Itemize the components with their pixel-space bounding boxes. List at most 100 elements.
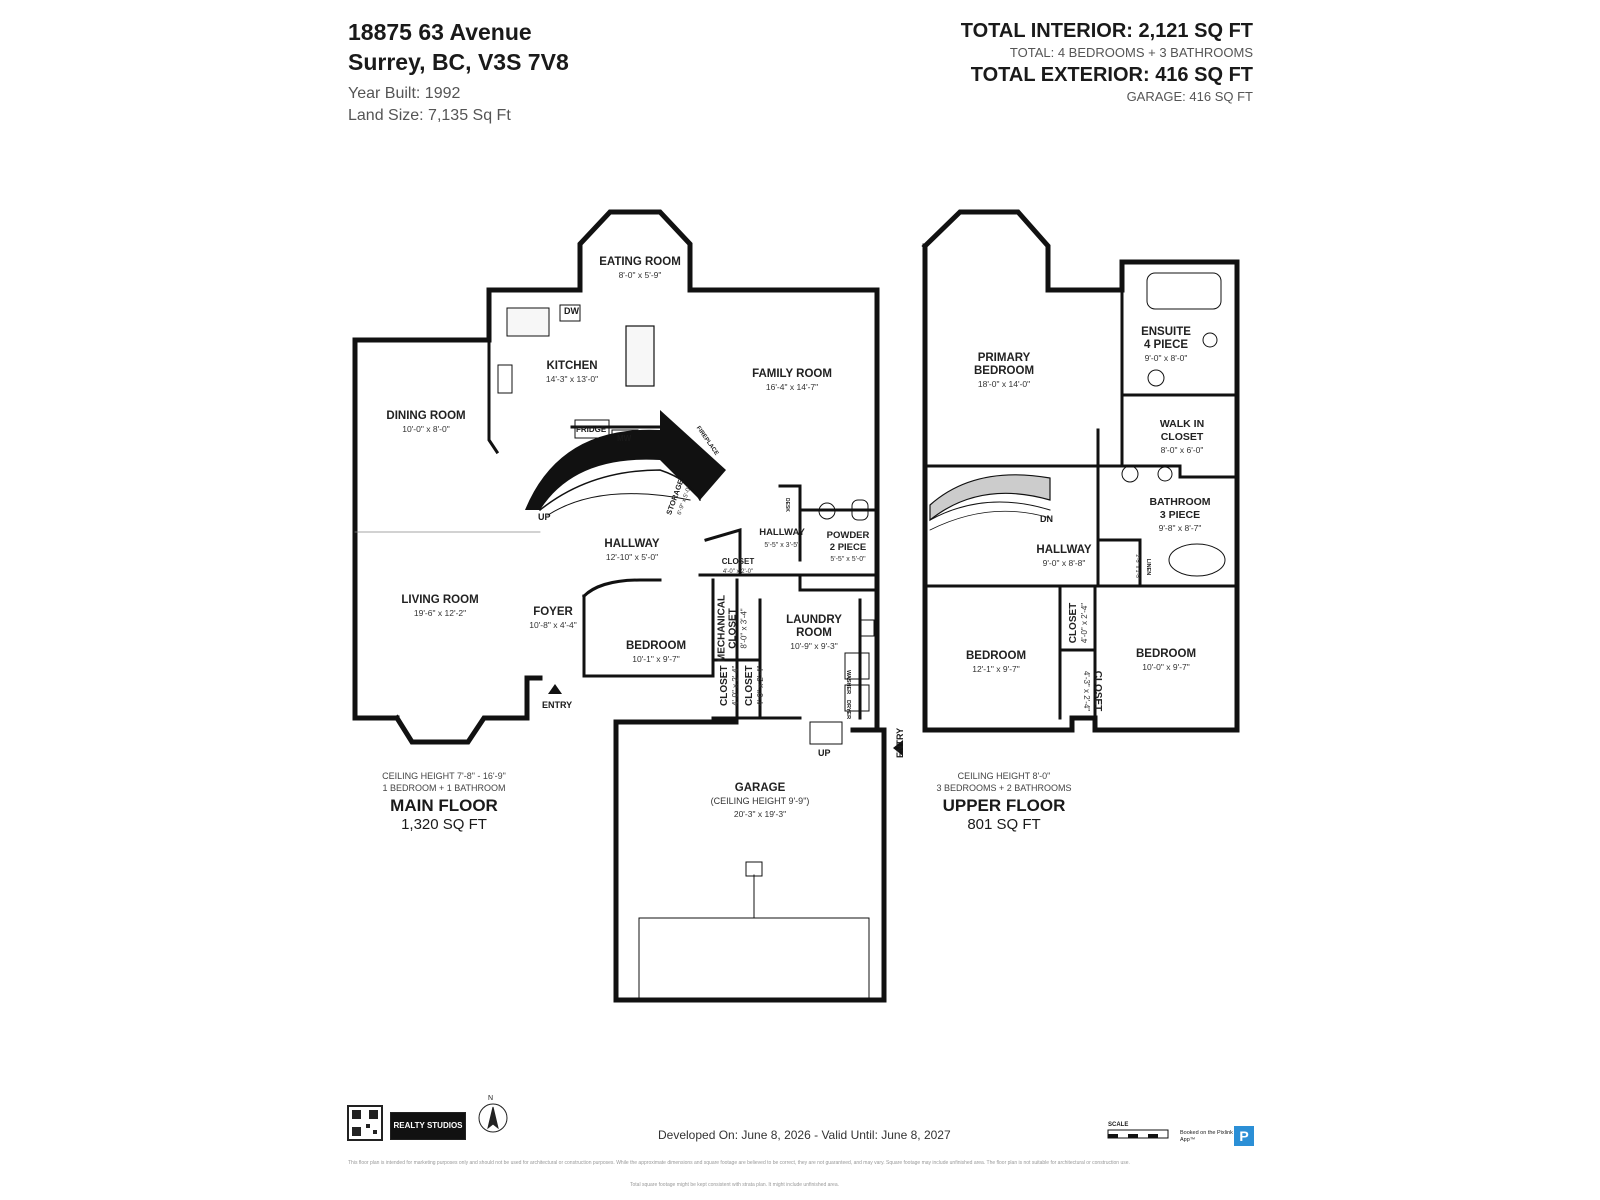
scale-label: SCALE: [1108, 1122, 1129, 1128]
room-hallway-upper-dims: 9'-0" x 8'-8": [1042, 558, 1086, 568]
room-closet-upper-2-name: CLOSET: [1092, 670, 1103, 712]
room-hallway-1-name: HALLWAY: [604, 538, 660, 550]
main-stair: [525, 410, 726, 516]
upper-floor-interior-walls: [923, 288, 1239, 720]
room-closet-upper-2: CLOSET 4'-3" x 2'-4": [1081, 666, 1103, 716]
upper-floor-rooms-summary: 3 BEDROOMS + 2 BATHROOMS: [936, 783, 1072, 793]
room-garage-ceiling: (CEILING HEIGHT 9'-9"): [710, 796, 810, 806]
compass: [478, 1103, 508, 1133]
garage-total: GARAGE: 416 SQ FT: [1126, 89, 1253, 104]
room-linen-dims: 2'-5" x 1'-5": [1134, 554, 1140, 580]
room-garage-dims: 20'-3" x 19'-3": [733, 809, 787, 819]
upper-floor-title: UPPER FLOOR: [942, 796, 1066, 815]
room-bed1-name: BEDROOM: [965, 650, 1027, 662]
room-dining-dims: 10'-0" x 8'-0": [402, 424, 450, 434]
room-mechanical: MECHANICAL CLOSET 8'-0" x 3'-4": [717, 594, 750, 664]
room-ensuite-name: ENSUITE: [1141, 326, 1191, 338]
disclaimer: This floor plan is intended for marketin…: [348, 1160, 1130, 1166]
room-closet-2-name: CLOSET: [719, 665, 730, 706]
room-bedroom-main: BEDROOM 10'-1" x 9'-7": [626, 640, 686, 666]
upper-floor-walls: [921, 209, 1240, 733]
address-line-2: Surrey, BC, V3S 7V8: [348, 49, 569, 75]
developed-date: Developed On: June 8, 2026 - Valid Until…: [658, 1128, 951, 1142]
room-hallway-upper-name: HALLWAY: [1036, 544, 1092, 556]
room-linen: LINEN 2'-5" x 1'-5": [1131, 552, 1153, 582]
room-bedroom-main-dims: 10'-1" x 9'-7": [632, 654, 680, 664]
label-entry-side: ENTRY: [895, 727, 905, 758]
room-living: LIVING ROOM 19'-6" x 12'-2": [401, 594, 478, 620]
room-closet-2-dims: 4'-0" x 2'-4": [731, 665, 740, 706]
qr-code: [347, 1105, 383, 1141]
room-closet-1-dims: 4'-0" x 2'-0": [722, 569, 754, 575]
label-dryer: DRYER: [845, 700, 851, 720]
room-hallway-upper: HALLWAY 9'-0" x 8'-8": [1036, 544, 1091, 570]
main-floor-interior-walls: [354, 338, 879, 720]
room-hallway-1: HALLWAY 12'-10" x 5'-0": [604, 538, 659, 564]
room-primary-name-2: BEDROOM: [973, 365, 1035, 377]
room-powder: POWDER 2 PIECE 5'-5" x 5'-0": [827, 530, 870, 566]
label-entry-front: ENTRY: [542, 700, 573, 710]
room-walkin-name: WALK IN: [1159, 418, 1205, 430]
room-bath3-name: BATHROOM: [1149, 496, 1211, 508]
room-garage-name: GARAGE: [734, 782, 786, 794]
total-rooms: TOTAL: 4 BEDROOMS + 3 BATHROOMS: [1009, 45, 1253, 60]
room-bed2-name: BEDROOM: [1135, 648, 1197, 660]
room-eating-name: EATING ROOM: [599, 256, 681, 268]
room-ensuite: ENSUITE 4 PIECE 9'-0" x 8'-0": [1141, 326, 1191, 365]
upper-floor-ceiling: CEILING HEIGHT 8'-0": [957, 771, 1051, 781]
room-linen-name: LINEN: [1145, 558, 1151, 576]
room-hallway-2: HALLWAY 5'-5" x 3'-5": [759, 526, 805, 552]
main-floor-ceiling: CEILING HEIGHT 7'-8" - 16'-9": [382, 771, 506, 781]
room-closet-3-name: CLOSET: [744, 665, 755, 706]
room-primary-bedroom: PRIMARY BEDROOM 18'-0" x 14'-0": [974, 352, 1034, 391]
address-line-1: 18875 63 Avenue: [348, 19, 532, 45]
room-kitchen-dims: 14'-3" x 13'-0": [545, 374, 599, 384]
year-built: Year Built: 1992: [348, 85, 461, 102]
room-eating: EATING ROOM 8'-0" x 5'-9": [599, 256, 681, 282]
room-closet-1: CLOSET 4'-0" x 2'-0": [722, 557, 754, 577]
room-laundry-name: LAUNDRY: [786, 614, 842, 626]
label-down-stair: DN: [1040, 514, 1053, 524]
room-mechanical-name: MECHANICAL: [716, 594, 728, 663]
main-floor-title: MAIN FLOOR: [390, 796, 498, 815]
room-hallway-1-dims: 12'-10" x 5'-0": [605, 552, 659, 562]
room-powder-name: POWDER: [826, 530, 870, 541]
room-closet-upper-1-name: CLOSET: [1068, 602, 1079, 644]
room-mechanical-name-2: CLOSET: [727, 608, 739, 649]
main-floor-area: 1,320 SQ FT: [401, 816, 487, 833]
room-primary-dims: 18'-0" x 14'-0": [977, 379, 1031, 389]
label-fridge: FRIDGE: [576, 425, 607, 434]
total-exterior: TOTAL EXTERIOR: 416 SQ FT: [970, 64, 1253, 86]
room-foyer-name: FOYER: [533, 606, 573, 618]
realty-studios-logo: REALTY STUDIOS: [390, 1112, 466, 1140]
room-hallway-2-name: HALLWAY: [759, 527, 805, 538]
room-laundry: LAUNDRY ROOM 10'-9" x 9'-3": [786, 614, 842, 653]
room-bedroom-main-name: BEDROOM: [625, 640, 687, 652]
room-walkin-closet: WALK IN CLOSET 8'-0" x 6'-0": [1160, 418, 1204, 457]
room-closet-1-name: CLOSET: [721, 557, 755, 566]
room-primary-name: PRIMARY: [977, 352, 1031, 364]
room-dining-name: DINING ROOM: [386, 410, 466, 422]
label-desk: DESK: [784, 498, 790, 512]
room-foyer: FOYER 10'-8" x 4'-4": [529, 606, 577, 632]
room-closet-upper-2-dims: 4'-3" x 2'-4": [1082, 670, 1091, 712]
room-living-dims: 19'-6" x 12'-2": [413, 608, 467, 618]
pixlink-app-icon: P: [1234, 1126, 1254, 1146]
pixlink-booked: Booked on the Pixlink App™: [1180, 1130, 1233, 1143]
room-garage: GARAGE (CEILING HEIGHT 9'-9") 20'-3" x 1…: [711, 782, 810, 821]
room-hallway-2-dims: 5'-5" x 3'-5": [764, 542, 800, 549]
room-bathroom-3: BATHROOM 3 PIECE 9'-8" x 8'-7": [1149, 496, 1210, 535]
disclaimer-2: Total square footage might be kept consi…: [630, 1182, 840, 1188]
room-closet-2: CLOSET 4'-0" x 2'-4": [719, 665, 741, 706]
label-up-stair: UP: [538, 512, 551, 522]
room-living-name: LIVING ROOM: [401, 594, 479, 606]
room-closet-3: CLOSET 4'-0" x 2'-4": [744, 665, 766, 706]
room-bed1-dims: 12'-1" x 9'-7": [972, 664, 1020, 674]
room-ensuite-dims: 9'-0" x 8'-0": [1144, 353, 1188, 363]
room-family-name: FAMILY ROOM: [752, 368, 832, 380]
main-floor-rooms-summary: 1 BEDROOM + 1 BATHROOM: [382, 783, 506, 793]
room-mechanical-dims: 8'-0" x 3'-4": [739, 608, 749, 649]
room-bedroom-upper-2: BEDROOM 10'-0" x 9'-7": [1136, 648, 1196, 674]
room-laundry-name-2: ROOM: [796, 627, 832, 639]
